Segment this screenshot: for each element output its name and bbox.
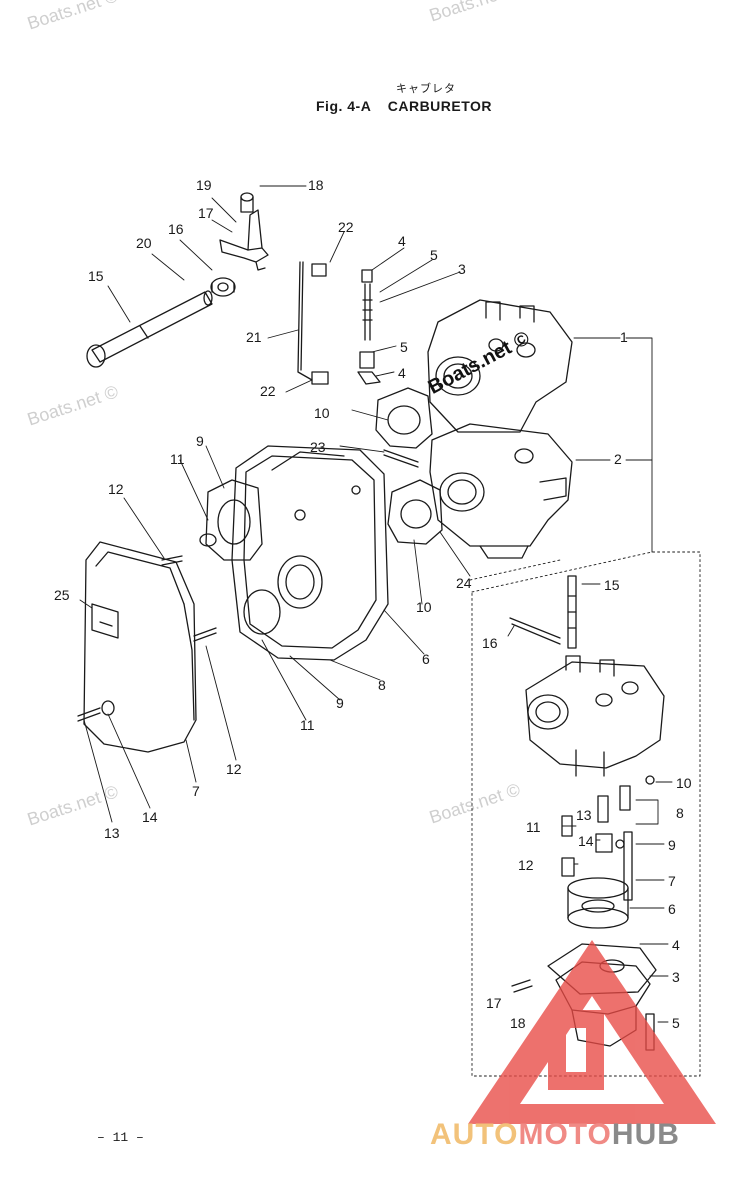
callout-number: 12	[518, 857, 534, 873]
spring-link-drawing	[357, 269, 381, 385]
lower-screws-drawing	[509, 575, 577, 649]
screw-23-drawing	[383, 449, 419, 468]
callout-number: 1	[620, 329, 628, 345]
callout-number: 13	[576, 807, 592, 823]
callout-number: 25	[54, 587, 70, 603]
callout-number: 19	[196, 177, 212, 193]
callout-number: 17	[198, 205, 214, 221]
intake-manifold-drawing	[231, 445, 389, 661]
callout-number: 21	[246, 329, 262, 345]
link-rod-drawing	[297, 261, 329, 385]
leader-lines-lower	[507, 583, 673, 1023]
callout-number: 4	[672, 937, 680, 953]
callout-number: 5	[430, 247, 438, 263]
throttle-shaft-drawing	[86, 290, 213, 368]
callout-number: 10	[314, 405, 330, 421]
brand-logo-icon	[468, 940, 716, 1124]
callout-number: 4	[398, 365, 406, 381]
lower-assembly-boundary	[469, 551, 701, 1077]
callout-number: 6	[422, 651, 430, 667]
callout-number: 18	[308, 177, 324, 193]
lower-carburetor-drawing	[525, 655, 665, 777]
figure-number: Fig. 4-A	[316, 98, 372, 114]
callout-number: 12	[108, 481, 124, 497]
callout-number: 14	[578, 833, 594, 849]
figure-name: CARBURETOR	[387, 98, 493, 114]
callout-number: 8	[378, 677, 386, 693]
callout-labels-lower: 15 16 10 8 13 11 14 9 12 7 6 4 3 17 18 5	[482, 577, 692, 1031]
leader-lines-upper	[79, 185, 621, 823]
silencer-cover-drawing	[83, 541, 197, 753]
callout-number: 11	[300, 717, 315, 733]
callout-number: 13	[104, 825, 120, 841]
brand-wordmark: AUTOMOTOHUB	[430, 1118, 680, 1152]
callout-number: 16	[482, 635, 498, 651]
callout-number: 10	[416, 599, 432, 615]
callout-number: 15	[604, 577, 620, 593]
callout-number: 11	[170, 451, 185, 467]
jets-drawing	[561, 775, 655, 901]
callout-number: 15	[88, 268, 104, 284]
callout-number: 17	[486, 995, 502, 1011]
brand-part-moto: MOTO	[518, 1118, 612, 1151]
callout-number: 10	[676, 775, 692, 791]
callout-number: 4	[398, 233, 406, 249]
gasket-upper-drawing	[375, 387, 433, 449]
callout-number: 12	[226, 761, 242, 777]
callout-number: 5	[672, 1015, 680, 1031]
callout-number: 14	[142, 809, 158, 825]
callout-number: 2	[614, 451, 622, 467]
lever-nut-drawing	[210, 277, 236, 297]
brand-part-hub: HUB	[611, 1118, 680, 1151]
bolt-hardware-drawing	[77, 555, 217, 722]
callout-number: 6	[668, 901, 676, 917]
figure-title: Fig. 4-A CARBURETOR	[316, 98, 492, 114]
callout-labels-upper: 19 18 17 16 20 15 22 4 5 3 21 1 5 4 22 1…	[54, 177, 628, 841]
callout-number: 24	[456, 575, 472, 591]
callout-number: 7	[192, 783, 200, 799]
callout-number: 20	[136, 235, 152, 251]
callout-number: 18	[510, 1015, 526, 1031]
page-number: – 11 –	[97, 1130, 144, 1145]
callout-number: 22	[338, 219, 354, 235]
carburetor-upper-drawing	[427, 299, 573, 433]
callout-number: 3	[458, 261, 466, 277]
callout-number: 3	[672, 969, 680, 985]
callout-number: 22	[260, 383, 276, 399]
gasket-middle-drawing	[387, 479, 443, 545]
carburetor-lower-drawing	[429, 423, 573, 559]
gasket-11-drawing	[199, 479, 263, 561]
callout-number: 16	[168, 221, 184, 237]
callout-number: 9	[196, 433, 204, 449]
callout-number: 9	[336, 695, 344, 711]
callout-number: 5	[400, 339, 408, 355]
callout-number: 7	[668, 873, 676, 889]
bracket-drawing	[219, 192, 269, 271]
callout-number: 11	[526, 819, 541, 835]
callout-number: 8	[676, 805, 684, 821]
float-drawing	[567, 877, 629, 929]
callout-number: 23	[310, 439, 326, 455]
assembly-bracket	[625, 337, 653, 553]
brand-part-auto: AUTO	[430, 1118, 519, 1151]
title-japanese: キャブレタ	[396, 82, 456, 95]
callout-number: 9	[668, 837, 676, 853]
